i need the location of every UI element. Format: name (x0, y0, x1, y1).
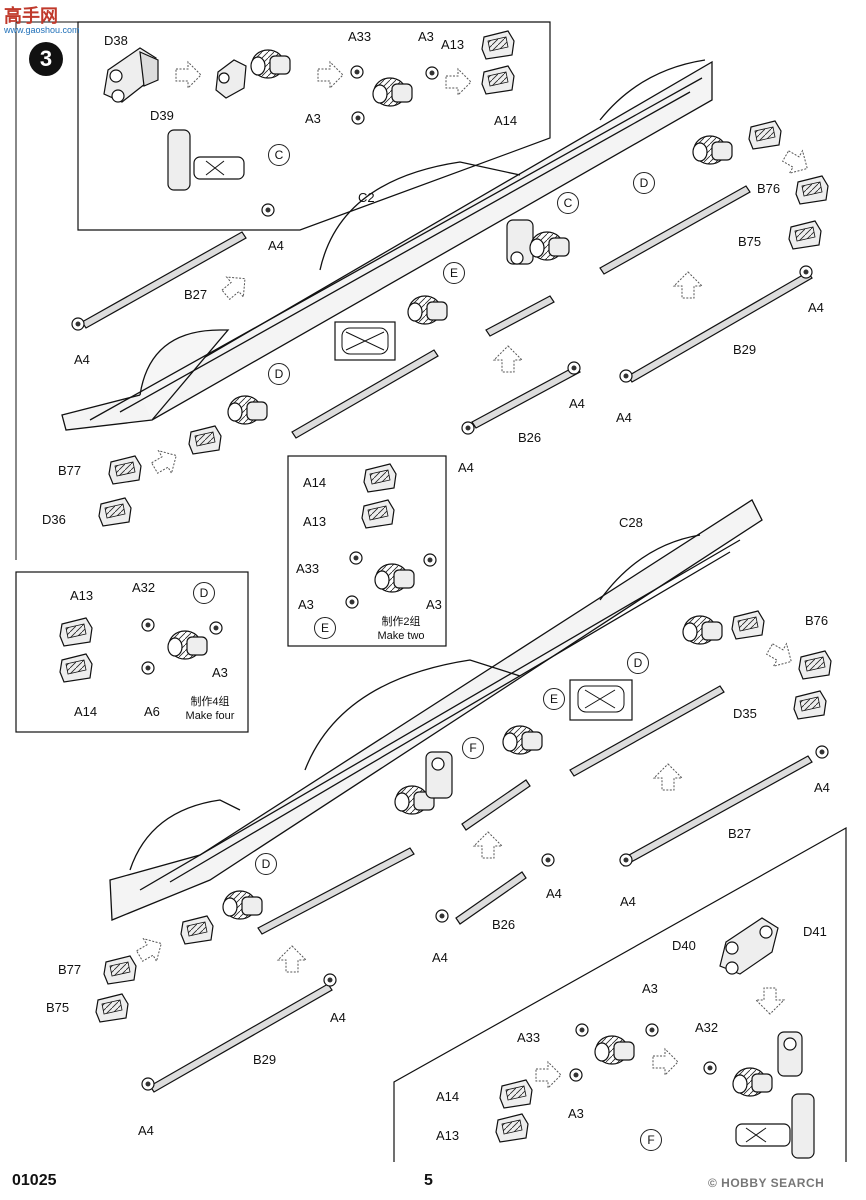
label-b27-2: B27 (728, 826, 752, 841)
label-a4-6: A4 (458, 460, 474, 475)
callout-f-lower: F (462, 737, 484, 759)
label-b75-2: B75 (46, 1000, 70, 1015)
callout-d-upper-right: D (633, 172, 655, 194)
label-b76-1: B76 (757, 181, 781, 196)
label-b75-1: B75 (738, 234, 762, 249)
callout-e-inset: E (314, 617, 336, 639)
callout-e-upper: E (443, 262, 465, 284)
label-b27-1: B27 (184, 287, 208, 302)
label-f-a3-a: A3 (642, 981, 658, 996)
label-a4-9: A4 (620, 894, 636, 909)
label-e-a33: A33 (296, 561, 320, 576)
label-b29-1: B29 (733, 342, 757, 357)
label-b76-2: B76 (805, 613, 829, 628)
logo-text: 高手网 (4, 6, 58, 26)
label-a4-1: A4 (268, 238, 284, 253)
page-number: 5 (424, 1172, 433, 1189)
callout-c-inset: C (268, 144, 290, 166)
label-a3-top-2: A3 (305, 111, 321, 126)
label-f-a32: A32 (695, 1020, 719, 1035)
label-b26-2: B26 (492, 917, 516, 932)
label-e-a3-b: A3 (426, 597, 442, 612)
label-c2: C2 (358, 190, 375, 205)
make-two-en: Make two (377, 630, 425, 642)
watermark-text: © HOBBY SEARCH (708, 1176, 825, 1190)
label-a4-5: A4 (616, 410, 632, 425)
label-c28: C28 (619, 515, 643, 530)
label-d39: D39 (150, 108, 174, 123)
label-b29-2: B29 (253, 1052, 277, 1067)
label-d36: D36 (42, 512, 66, 527)
label-a4-11: A4 (330, 1010, 346, 1025)
callout-d-inset: D (193, 582, 215, 604)
callout-d-lower-left: D (255, 853, 277, 875)
callout-f-inset: F (640, 1129, 662, 1151)
label-d40: D40 (672, 938, 696, 953)
label-a33-top: A33 (348, 29, 372, 44)
label-f-a14: A14 (436, 1089, 460, 1104)
label-a13-top: A13 (441, 37, 465, 52)
label-f-a33: A33 (517, 1030, 541, 1045)
label-a4-3: A4 (808, 300, 824, 315)
label-a4-2: A4 (74, 352, 90, 367)
label-b26-1: B26 (518, 430, 542, 445)
label-f-a3-b: A3 (568, 1106, 584, 1121)
label-a4-4: A4 (569, 396, 585, 411)
lower-chassis (109, 499, 763, 921)
label-e-a14: A14 (303, 475, 327, 490)
site-logo: 高手网 www.gaoshou.com (4, 2, 80, 35)
callout-c-upper: C (557, 192, 579, 214)
label-d41: D41 (803, 924, 827, 939)
logo-url: www.gaoshou.com (4, 25, 80, 35)
label-d-a6: A6 (144, 704, 160, 719)
make-two-cn: 制作2组 (381, 616, 421, 628)
callout-d-lower-right: D (627, 652, 649, 674)
label-a3-top-1: A3 (418, 29, 434, 44)
label-b77-2: B77 (58, 962, 82, 977)
make-four-cn: 制作4组 (190, 696, 230, 708)
label-a4-8: A4 (546, 886, 562, 901)
label-d-a3: A3 (212, 665, 228, 680)
label-d-a32: A32 (132, 580, 156, 595)
upper-chassis (61, 59, 713, 431)
label-d-a14: A14 (74, 704, 98, 719)
make-four-en: Make four (185, 710, 235, 722)
callout-e-lower: E (543, 688, 565, 710)
label-a4-12: A4 (138, 1123, 154, 1138)
callout-d-upper-left: D (268, 363, 290, 385)
make-four-note: 制作4组 Make four (172, 695, 248, 723)
label-e-a13: A13 (303, 514, 327, 529)
make-two-note: 制作2组 Make two (366, 615, 436, 643)
label-a4-7: A4 (814, 780, 830, 795)
label-b77-1: B77 (58, 463, 82, 478)
label-a4-10: A4 (432, 950, 448, 965)
label-d38: D38 (104, 33, 128, 48)
product-code: 01025 (12, 1172, 57, 1189)
label-a14-top: A14 (494, 113, 518, 128)
label-e-a3-a: A3 (298, 597, 314, 612)
label-d-a13: A13 (70, 588, 94, 603)
label-d35: D35 (733, 706, 757, 721)
step-number-badge: 3 (29, 42, 63, 76)
label-f-a13: A13 (436, 1128, 460, 1143)
